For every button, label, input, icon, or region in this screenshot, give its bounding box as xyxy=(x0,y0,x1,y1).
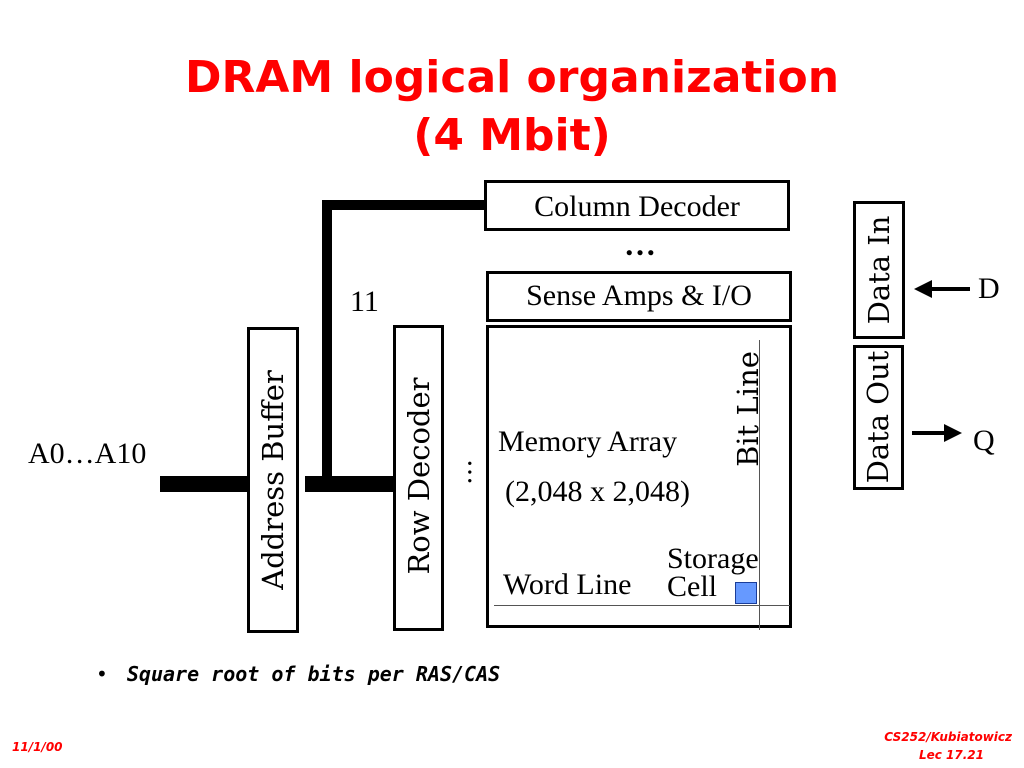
footer-course: CS252/Kubiatowicz xyxy=(884,730,1012,744)
bullet-text: Square root of bits per RAS/CAS xyxy=(126,662,501,686)
d-label: D xyxy=(978,272,1000,305)
column-decoder-box xyxy=(484,180,790,231)
slide-title-line1: DRAM logical organization xyxy=(184,52,840,103)
memory-array-size: (2,048 x 2,048) xyxy=(505,475,690,508)
memory-array-label: Memory Array xyxy=(498,425,678,458)
word-line xyxy=(494,605,790,606)
slide-title-line2: (4 Mbit) xyxy=(413,110,611,161)
data-in-box xyxy=(853,201,905,339)
q-label: Q xyxy=(973,424,995,457)
column-decoder-label: Column Decoder xyxy=(534,190,740,223)
footer-date: 11/1/00 xyxy=(12,740,63,754)
bullet-icon: • xyxy=(96,662,108,686)
word-line-label: Word Line xyxy=(503,568,632,601)
bullet-item: • Square root of bits per RAS/CAS xyxy=(96,662,500,686)
sense-amps-label: Sense Amps & I/O xyxy=(526,279,752,312)
data-out-box xyxy=(853,345,904,490)
address-input-bus xyxy=(160,476,250,492)
row-address-bus xyxy=(305,476,395,492)
bus-width-label: 11 xyxy=(350,285,379,318)
bit-line xyxy=(759,340,760,630)
column-address-wire-horizontal xyxy=(322,200,487,210)
d-arrow-icon xyxy=(914,280,970,298)
footer-lecture: Lec 17.21 xyxy=(918,748,984,762)
memory-array-box xyxy=(486,325,792,628)
row-decoder-box xyxy=(393,325,444,631)
q-arrow-icon xyxy=(912,424,962,442)
storage-cell-label: Storage Cell xyxy=(667,542,759,603)
sense-amps-box xyxy=(486,271,792,322)
storage-cell xyxy=(735,582,757,604)
address-buffer-box xyxy=(247,327,299,633)
address-input-label: A0…A10 xyxy=(28,437,147,470)
column-address-wire-vertical xyxy=(322,200,332,490)
column-decoder-dots: … xyxy=(624,226,656,262)
